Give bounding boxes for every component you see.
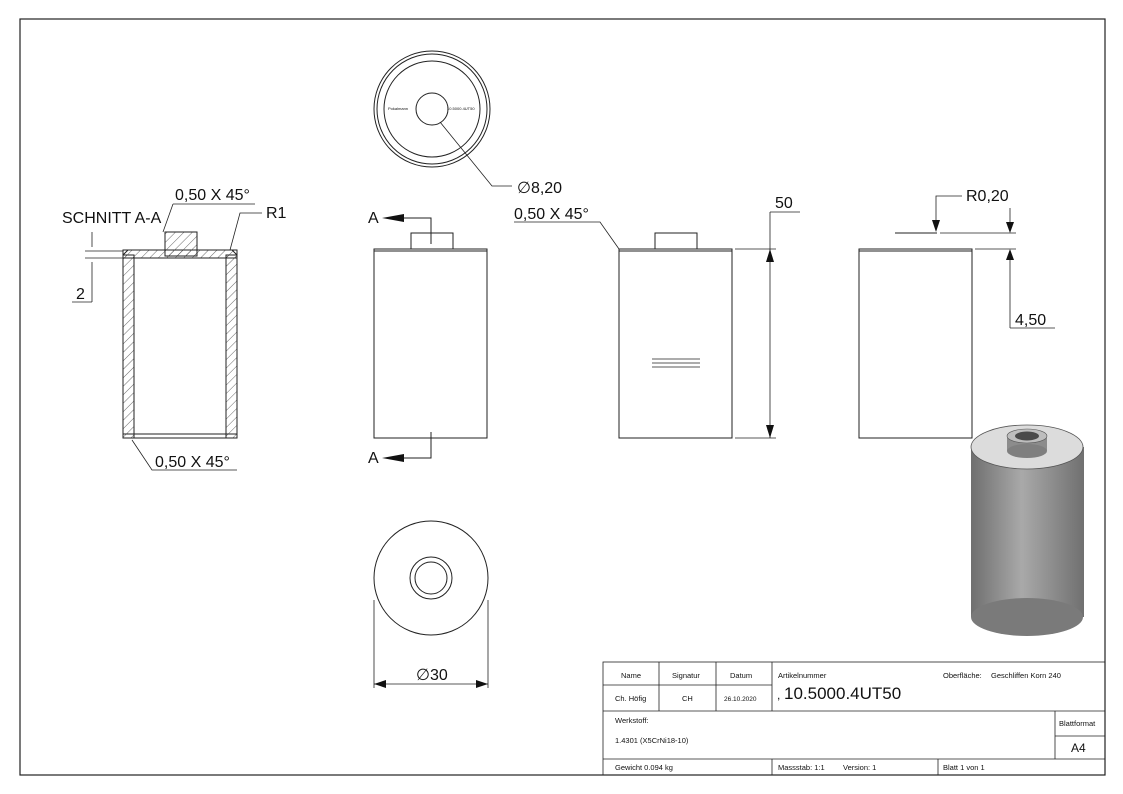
tb-datum-label: Datum <box>730 671 752 680</box>
tb-datum-value: 26.10.2020 <box>724 696 757 703</box>
cut-label-top: A <box>368 210 379 227</box>
tb-werkstoff-label: Werkstoff: <box>615 716 648 725</box>
cut-label-bottom: A <box>368 450 379 467</box>
section-label: SCHNITT A-A <box>62 210 162 227</box>
tb-blattformat-value: A4 <box>1071 741 1086 755</box>
front-view <box>618 232 733 439</box>
section-radius-dim: R1 <box>266 205 287 222</box>
front-height-dim: 50 <box>775 195 793 212</box>
tb-blatt: Blatt 1 von 1 <box>943 763 985 772</box>
tb-gewicht: Gewicht 0.094 kg <box>615 763 673 772</box>
tb-massstab: Massstab: 1:1 <box>778 763 825 772</box>
right-radius-dim: R0,20 <box>966 188 1009 205</box>
tb-artikel-prefix: , <box>777 688 780 702</box>
bottom-view <box>373 520 489 636</box>
top-diameter-dim: ∅8,20 <box>517 180 562 197</box>
section-depth-dim: 2 <box>76 286 85 303</box>
bottom-diameter-dim: ∅30 <box>416 667 448 684</box>
right-step-dim: 4,50 <box>1015 312 1046 329</box>
top-view <box>373 50 491 168</box>
tb-version: Version: 1 <box>843 763 876 772</box>
front-chamfer-dim: 0,50 X 45° <box>514 206 589 223</box>
section-chamfer-top-dim: 0,50 X 45° <box>175 187 250 204</box>
tb-signatur-label: Signatur <box>672 671 700 680</box>
tb-name-label: Name <box>621 671 641 680</box>
side-view-cut <box>373 217 488 459</box>
tb-oberflaeche-value: Geschliffen Korn 240 <box>991 671 1061 680</box>
tb-werkstoff-value: 1.4301 (X5CrNi18-10) <box>615 736 689 745</box>
sheet-border <box>19 18 1106 776</box>
engrave-left: Pokalmann <box>388 106 408 111</box>
section-view <box>122 231 238 439</box>
section-chamfer-bottom-dim: 0,50 X 45° <box>155 454 230 471</box>
tb-signatur-value: CH <box>682 694 693 703</box>
tb-artikel-value: 10.5000.4UT50 <box>784 684 901 703</box>
title-block <box>602 661 1106 776</box>
tb-blattformat-label: Blattformat <box>1059 719 1096 728</box>
tb-name-value: Ch. Höfig <box>615 694 646 703</box>
engrave-right: 10.5000.4UT50 <box>447 106 475 111</box>
tb-oberflaeche-label: Oberfläche: <box>943 671 982 680</box>
isometric-view <box>970 424 1084 636</box>
tb-artikel-label: Artikelnummer <box>778 671 827 680</box>
right-view <box>858 232 973 439</box>
